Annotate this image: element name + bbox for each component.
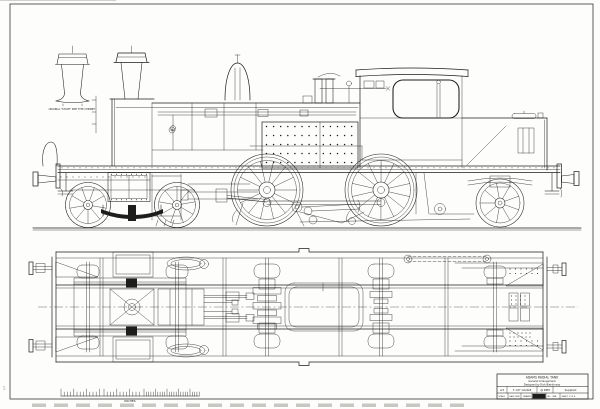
title-block: ADAMS RADIAL TANK General Arrangement De…	[496, 373, 589, 400]
plan-front-buffers	[28, 261, 53, 353]
title-block-cell-initials: A.L. / MB	[548, 395, 557, 398]
plan-brake-shaft	[403, 254, 492, 264]
plan-rear-buffers	[546, 262, 567, 354]
plan-view	[28, 248, 578, 366]
title-block-cell-sheet: SHEET 1 OF 4	[562, 396, 576, 398]
running-plate	[57, 165, 561, 181]
scale-bar: INCHES	[60, 388, 200, 403]
bogie-equalizer-spring	[101, 204, 163, 221]
boiler	[115, 102, 361, 151]
title-block-supplied: Supplied	[565, 388, 577, 392]
plan-bogie	[73, 261, 189, 353]
title-block-title: ADAMS RADIAL TANK	[526, 376, 560, 380]
fold-mark: 5	[3, 386, 6, 391]
chimney-inset-caption: ORIGINAL "STOVE" PIPE TYPE CHIMNEY	[49, 108, 96, 111]
plan-crank-axle	[252, 257, 282, 357]
driving-wheel-rear	[344, 153, 418, 227]
plan-cylinders	[112, 251, 255, 363]
scan-artifact-strip	[32, 403, 464, 407]
plan-trailing-axle	[483, 261, 531, 353]
title-block-cell-halfsize: HALF SIZE	[510, 395, 521, 398]
title-block-gauge: 7.1/4" GAUGE	[513, 388, 532, 392]
title-block-designer: Designed by Dick Blenkinsop	[524, 383, 561, 387]
rail-line	[32, 227, 582, 231]
plan-firebox	[284, 282, 364, 332]
side-tank-panel	[261, 121, 359, 169]
radial-truck-guides	[415, 172, 533, 215]
front-buffer	[32, 141, 74, 197]
sheet-border	[9, 3, 594, 400]
chimney	[113, 45, 150, 100]
smokebox	[91, 95, 176, 167]
bogie-sandbox	[69, 172, 196, 202]
title-block-filled-cell	[532, 393, 546, 399]
plan-frames	[51, 248, 548, 366]
plan-rear-driving-axle	[367, 257, 395, 357]
trailing-radial-wheel	[475, 178, 525, 228]
scale-bar-label: INCHES	[124, 399, 135, 403]
side-elevation	[32, 45, 582, 231]
title-block-subtitle: General Arrangement	[528, 379, 555, 383]
cylinders-motion	[151, 145, 471, 227]
title-block-size: A3	[500, 388, 504, 392]
cab	[319, 67, 469, 169]
steam-dome	[224, 54, 251, 101]
rear-buffer	[544, 163, 580, 198]
title-block-rpm: @ RPM	[540, 388, 550, 392]
chimney-inset: ORIGINAL "STOVE" PIPE TYPE CHIMNEY	[0, 0, 117, 111]
safety-valves	[302, 73, 352, 104]
title-block-cell-scale: SCALE	[499, 395, 506, 398]
title-block-cell-drawn: DRAWN	[523, 395, 531, 398]
coal-bunker	[461, 110, 548, 171]
